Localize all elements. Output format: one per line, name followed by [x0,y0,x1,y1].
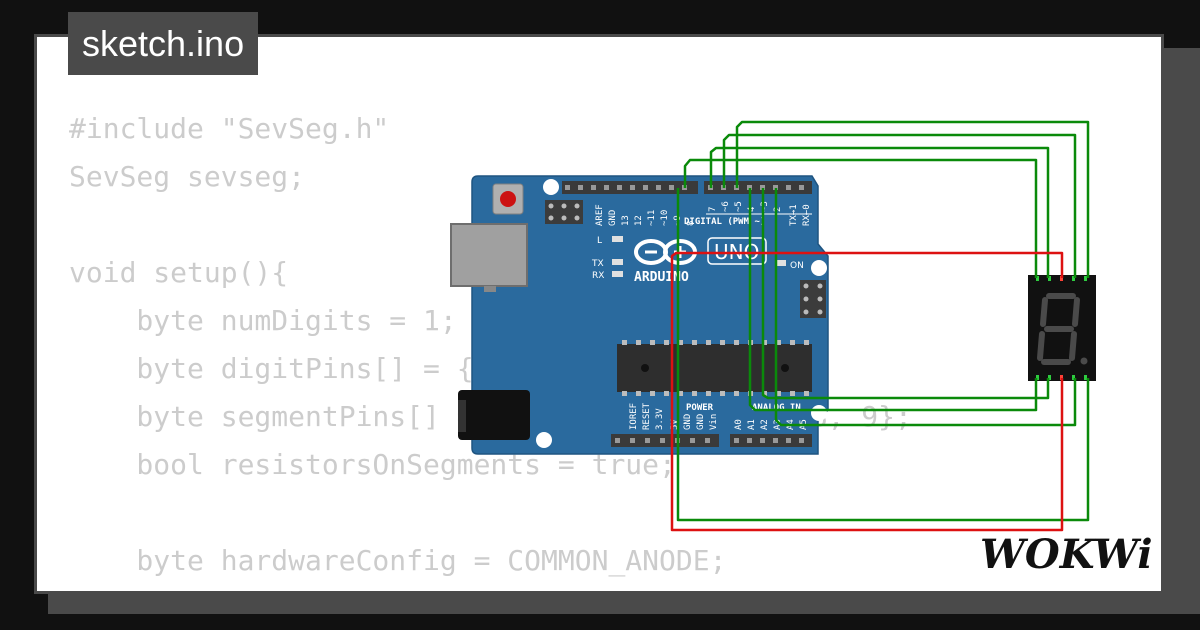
svg-text:A3: A3 [773,419,783,430]
file-tab[interactable]: sketch.ino [68,12,259,75]
display-pins-bottom [1036,375,1087,380]
svg-text:RESET: RESET [642,402,652,430]
wire-signal [774,188,1077,427]
usb-connector [450,223,528,287]
rx-led-label: RX [592,271,604,281]
wire-power [670,251,1064,438]
wire-signal [735,120,1090,278]
power-label: POWER [686,403,714,413]
svg-text:7: 7 [708,207,718,212]
svg-text:4: 4 [747,207,757,212]
mount-hole [536,432,552,448]
wire-signal [676,188,1090,522]
icsp-header-right [800,280,826,318]
mount-hole [811,260,827,276]
wire-signal [683,158,1038,278]
svg-text:Vin: Vin [709,414,719,430]
svg-text:8: 8 [686,221,696,226]
svg-text:AREF: AREF [595,204,605,226]
svg-text:~5: ~5 [734,201,744,212]
svg-text:5V: 5V [670,419,680,430]
svg-text:~3: ~3 [760,201,770,212]
l-led-label: L [597,236,602,246]
svg-text:~10: ~10 [660,210,670,226]
code-line: byte hardwareConfig = COMMON_ANODE; [69,544,727,577]
on-label: ON [790,261,804,271]
watermark-text: WOKWi [980,531,1153,578]
arduino-brand: ARDUINO [634,270,689,285]
mount-hole [543,179,559,195]
analog-header [730,434,812,447]
wire-signal [722,133,1077,278]
atmega-chip [617,340,812,396]
icsp-header [545,200,583,224]
wire-signal [748,188,1038,412]
seven-segment-display[interactable] [1028,275,1096,381]
code-line: SevSeg sevseg; [69,160,306,193]
svg-text:~6: ~6 [721,201,731,212]
svg-text:~11: ~11 [647,210,657,226]
svg-text:A0: A0 [734,419,744,430]
wire-signal [709,146,1050,278]
svg-text:3.3V: 3.3V [655,408,665,430]
svg-text:GND: GND [696,414,706,430]
l-led [612,236,623,242]
on-led [776,260,786,266]
decimal-point [1080,357,1088,365]
tx-led [612,259,623,265]
svg-text:2: 2 [773,207,783,212]
wokwi-logo: WOKWi [980,531,1153,578]
digital-header-right [704,181,812,194]
arduino-uno-board[interactable]: AREF GND 13 12 ~11 ~10 ~9 8 7 ~6 ~5 4 ~3… [450,175,829,455]
svg-text:12: 12 [634,215,644,226]
power-jack [458,390,530,440]
svg-text:RX←0: RX←0 [802,204,812,226]
mount-hole [811,405,827,421]
code-line: void setup(){ [69,256,289,289]
svg-text:A2: A2 [760,419,770,430]
rx-led [612,271,623,277]
wires [670,120,1090,532]
svg-text:GND: GND [608,210,618,226]
svg-text:TX→1: TX→1 [789,204,799,226]
tx-led-label: TX [591,259,604,269]
svg-text:13: 13 [621,215,631,226]
svg-text:GND: GND [683,414,693,430]
wire-power [670,378,1064,532]
display-pins-top [1036,276,1087,281]
svg-text:A1: A1 [747,419,757,430]
digital-label: DIGITAL (PWM ~) [684,217,765,227]
svg-text:IOREF: IOREF [629,403,639,430]
power-pin-labels: IOREF RESET 3.3V 5V GND GND Vin [629,402,719,430]
code-line: byte numDigits = 1; [69,304,457,337]
digit-segments [1037,293,1080,365]
wire-signal [761,188,1050,400]
top-pin-labels: AREF GND 13 12 ~11 ~10 ~9 8 7 ~6 ~5 4 ~3… [595,201,812,226]
code-line: #include "SevSeg.h" [69,112,390,145]
